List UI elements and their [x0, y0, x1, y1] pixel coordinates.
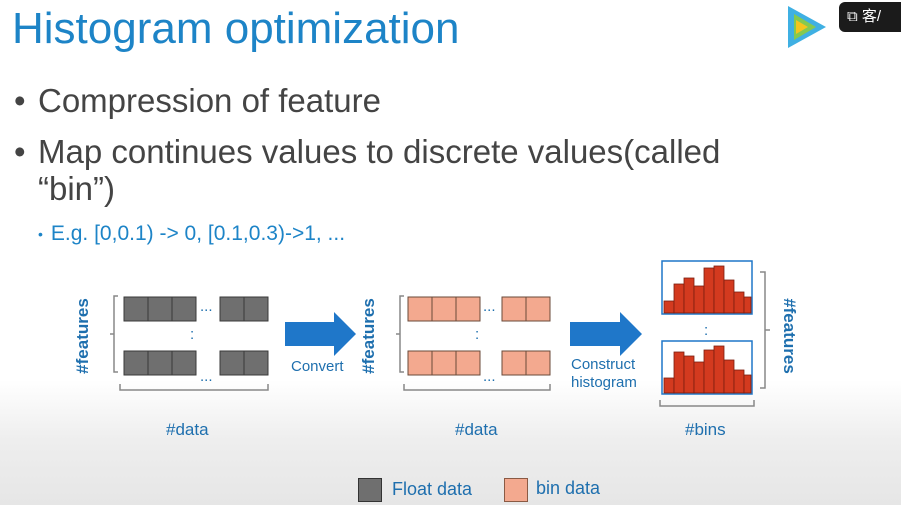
sub-bullet-example: • E.g. [0,0.1) -> 0, [0.1,0.3)->1, ... [38, 222, 345, 246]
bullet-dot: • [14, 133, 26, 170]
ellipsis-mid-bottom: ... [483, 368, 496, 385]
data-label-left: #data [166, 420, 209, 439]
sub-bullet-dot: • [38, 226, 43, 243]
features-label-mid: #features [359, 298, 378, 374]
bullet-map-continued: “bin”) [38, 170, 116, 207]
bins-label: #bins [685, 420, 726, 439]
share-button[interactable]: ⧉ 客/ [839, 2, 901, 32]
sub-bullet-text: E.g. [0,0.1) -> 0, [0.1,0.3)->1, ... [50, 222, 346, 245]
convert-arrow-icon [285, 312, 356, 356]
histogram-top [661, 260, 753, 315]
slide-title: Histogram optimization [12, 4, 460, 53]
construct-label: Construct [571, 356, 636, 373]
histogram-diagram [110, 260, 770, 407]
player-logo-icon[interactable] [782, 2, 838, 52]
float-data-matrix [110, 295, 269, 391]
share-icon: ⧉ [847, 8, 858, 25]
bullet-compression: • Compression of feature [14, 82, 381, 120]
vellipsis-mid: : [475, 326, 480, 343]
features-label-right: #features [780, 298, 799, 374]
share-button-label: 客/ [861, 8, 882, 25]
bullet-dot: • [14, 82, 26, 119]
construct-arrow-icon [570, 312, 642, 356]
convert-label: Convert [291, 358, 344, 375]
bullet-text: Map continues values to discrete values(… [38, 133, 721, 170]
histogram-label: histogram [571, 374, 637, 391]
ellipsis-left-bottom: ... [200, 368, 213, 385]
legend-label-bin: bin data [536, 478, 601, 498]
features-label-left: #features [73, 298, 92, 374]
ellipsis-left-top: ... [200, 298, 213, 315]
histogram-bottom [661, 340, 753, 395]
vellipsis-right: : [704, 322, 709, 339]
bullet-map: • Map continues values to discrete values… [14, 133, 720, 171]
legend: Float data bin data [358, 478, 618, 502]
bullet-text: Compression of feature [38, 82, 382, 119]
ellipsis-mid-top: ... [483, 298, 496, 315]
legend-label-float: Float data [392, 479, 473, 499]
legend-swatch-float [358, 478, 382, 502]
data-label-mid: #data [455, 420, 498, 439]
bin-data-matrix [396, 295, 551, 391]
legend-swatch-bin [504, 478, 528, 502]
vellipsis-left: : [190, 326, 195, 343]
